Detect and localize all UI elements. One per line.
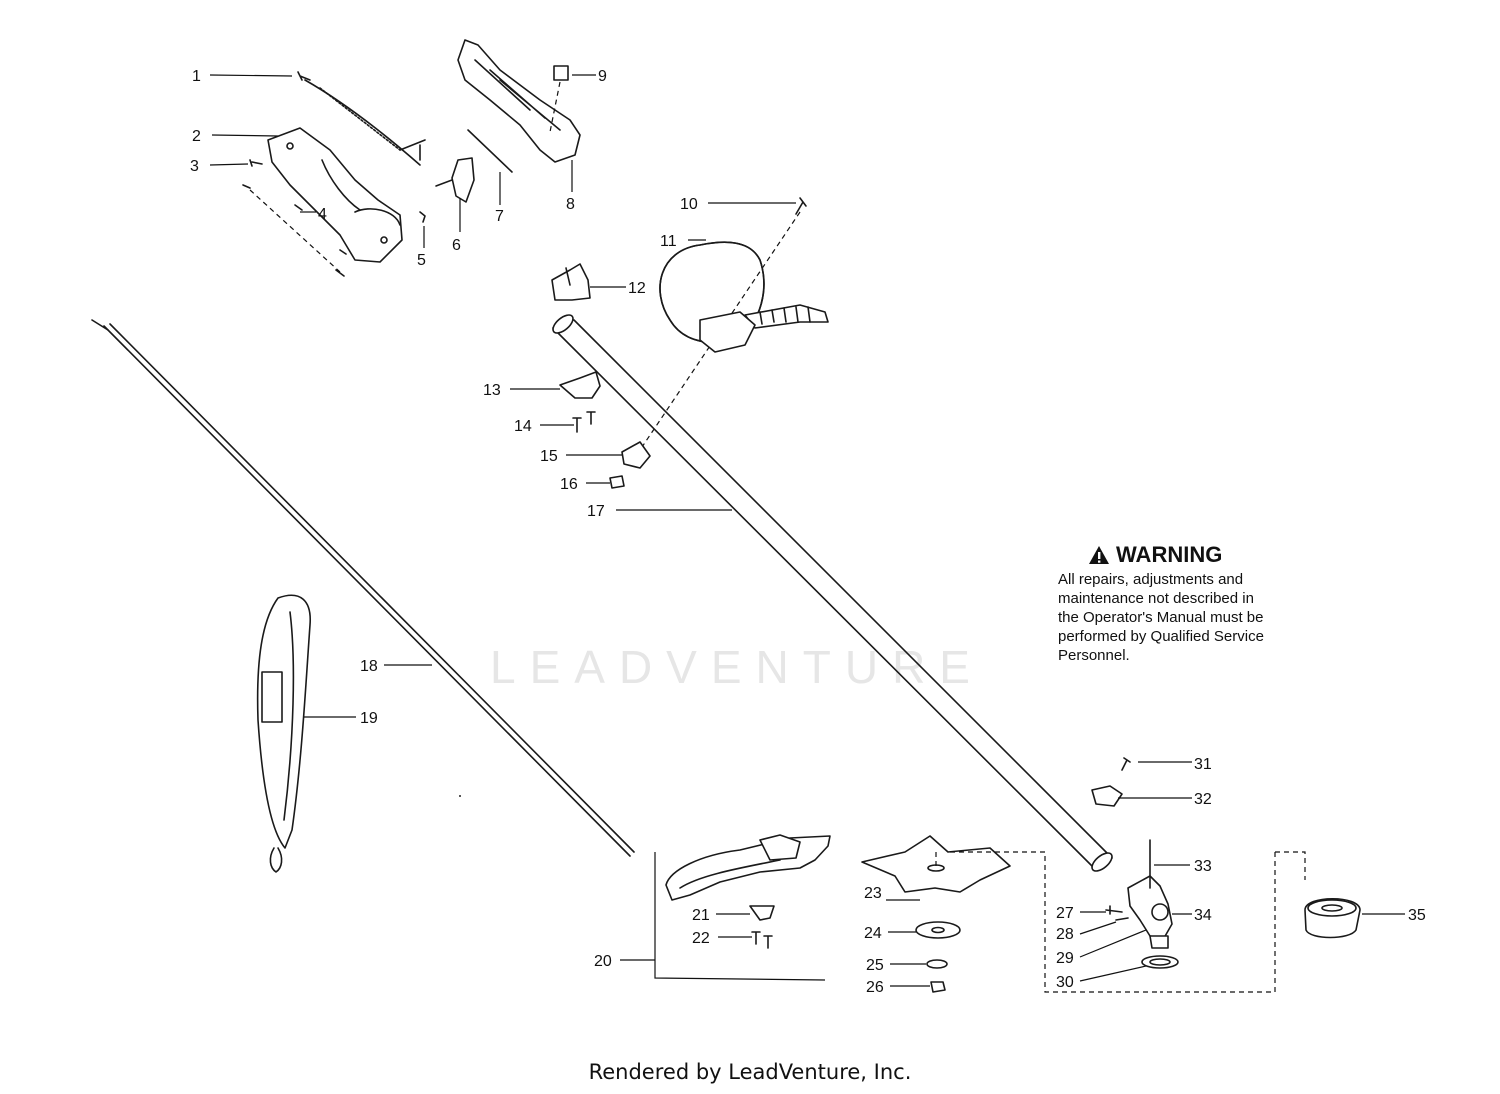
- stop-switch[interactable]: [549, 65, 569, 133]
- throttle-trigger[interactable]: [435, 157, 475, 203]
- callout-9: 9: [598, 68, 607, 85]
- clamp-screw[interactable]: [1121, 757, 1131, 771]
- screw-small[interactable]: [242, 159, 426, 277]
- watermark: LEADVENTURE: [490, 641, 984, 693]
- warning-line: All repairs, adjustments and: [1058, 571, 1244, 588]
- callout-23: 23: [864, 885, 882, 902]
- callout-35: 35: [1408, 907, 1426, 924]
- warning-icon: [1089, 546, 1109, 564]
- callout-13: 13: [483, 382, 501, 399]
- callout-numbers: 1 2 3 4 5 6 7 8 9 10 11 12 13 14 15 16 1…: [190, 68, 1426, 996]
- callout-5: 5: [417, 252, 426, 269]
- callout-8: 8: [566, 196, 575, 213]
- callout-32: 32: [1194, 791, 1212, 808]
- blade-nut[interactable]: [930, 981, 946, 993]
- rear-handle[interactable]: [267, 127, 403, 263]
- callout-3: 3: [190, 158, 199, 175]
- gearhead-screw[interactable]: [1105, 905, 1129, 921]
- callout-12: 12: [628, 280, 646, 297]
- callout-7: 7: [495, 208, 504, 225]
- warning-line: Personnel.: [1058, 647, 1130, 664]
- harness-strap[interactable]: [256, 594, 311, 873]
- callout-16: 16: [560, 476, 578, 493]
- callout-26: 26: [866, 979, 884, 996]
- callout-29: 29: [1056, 950, 1074, 967]
- guard-bracket[interactable]: [749, 905, 775, 921]
- drive-shaft[interactable]: [91, 319, 635, 857]
- callout-33: 33: [1194, 858, 1212, 875]
- callout-11: 11: [660, 233, 677, 250]
- shaft-tube[interactable]: [550, 312, 1115, 875]
- callout-1: 1: [192, 68, 201, 85]
- callout-4: 4: [318, 206, 327, 223]
- cutting-guard[interactable]: [665, 834, 831, 901]
- callout-14: 14: [514, 418, 532, 435]
- guard-bracket-lines: [654, 852, 826, 981]
- handle-clamp[interactable]: [621, 441, 651, 469]
- callout-6: 6: [452, 237, 461, 254]
- callout-22: 22: [692, 930, 710, 947]
- clamp-upper[interactable]: [551, 263, 591, 301]
- trigger-spring[interactable]: [467, 129, 513, 173]
- callout-31: 31: [1194, 756, 1212, 773]
- handle-half[interactable]: [457, 39, 581, 163]
- callout-15: 15: [540, 448, 558, 465]
- screw-clamp[interactable]: [572, 411, 596, 433]
- warning-heading: WARNING: [1088, 542, 1318, 568]
- callout-34: 34: [1194, 907, 1212, 924]
- warning-text: All repairs, adjustments and maintenance…: [1058, 570, 1318, 665]
- throttle-cable[interactable]: [297, 71, 426, 166]
- shield-clamp[interactable]: [1091, 785, 1123, 807]
- footer-credit: Rendered by LeadVenture, Inc.: [588, 1060, 912, 1084]
- callout-24: 24: [864, 925, 882, 942]
- callout-30: 30: [1056, 974, 1074, 991]
- callout-18: 18: [360, 658, 378, 675]
- clamp-lower[interactable]: [559, 371, 601, 399]
- gearhead[interactable]: [1127, 875, 1173, 949]
- loop-handle[interactable]: [659, 241, 829, 353]
- callout-21: 21: [692, 907, 710, 924]
- guard-screw[interactable]: [751, 931, 773, 949]
- warning-line: the Operator's Manual must be: [1058, 609, 1264, 626]
- callout-20: 20: [594, 953, 612, 970]
- callout-19: 19: [360, 710, 378, 727]
- support-cup[interactable]: [1141, 955, 1179, 969]
- callout-10: 10: [680, 196, 698, 213]
- callout-28: 28: [1056, 926, 1074, 943]
- warning-line: maintenance not described in: [1058, 590, 1254, 607]
- knob-nut[interactable]: [609, 475, 625, 489]
- callout-2: 2: [192, 128, 201, 145]
- callout-17: 17: [587, 503, 605, 520]
- warning-title: WARNING: [1116, 542, 1223, 567]
- trimmer-head[interactable]: [1304, 897, 1361, 939]
- warning-box: WARNING All repairs, adjustments and mai…: [1058, 542, 1318, 665]
- callout-27: 27: [1056, 905, 1074, 922]
- handle-bolt[interactable]: [795, 197, 807, 215]
- cup-washer[interactable]: [926, 959, 948, 969]
- blade-washer[interactable]: [915, 921, 961, 939]
- leader-lines: [209, 74, 1405, 987]
- callout-25: 25: [866, 957, 884, 974]
- warning-line: performed by Qualified Service: [1058, 628, 1264, 645]
